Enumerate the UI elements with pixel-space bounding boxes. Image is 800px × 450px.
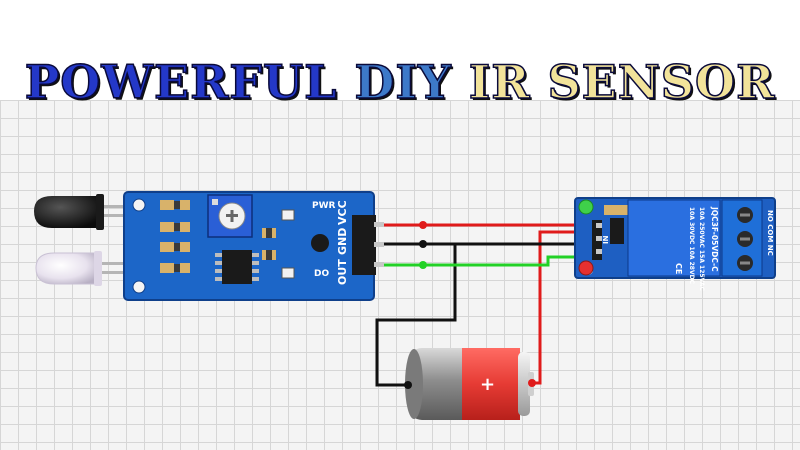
vcc-junction-dot — [419, 221, 427, 229]
relay-driver — [610, 218, 624, 244]
ir-sensor-module: PWR DO OUT GND VCC — [123, 191, 384, 301]
relay-body: JQC3F-05VDC-C 10A 250VAC 15A 125VAC 10A … — [627, 199, 721, 291]
title-part-diy: DIY — [354, 54, 452, 110]
battery-plus-sign: + — [480, 374, 495, 395]
relay-input-pins — [592, 220, 602, 260]
out-junction-dot — [419, 261, 427, 269]
relay-model-label: JQC3F-05VDC-C — [710, 206, 719, 272]
relay-transistor — [604, 205, 628, 215]
power-indicator-led — [578, 199, 594, 215]
do-led — [281, 267, 295, 279]
title-part-ir-sensor: IR SENSOR — [468, 54, 776, 110]
wire-gnd — [375, 242, 598, 387]
pwr-label: PWR — [312, 201, 336, 211]
relay-terminal-labels: NO COM NC — [766, 210, 774, 256]
smd-pads-left — [160, 200, 190, 273]
relay-terminal-block — [721, 199, 763, 277]
relay-rating-2: 10A 30VDC 10A 28VDC — [688, 207, 695, 285]
relay-in-label: IN — [602, 235, 610, 244]
gnd-junction-dot — [419, 240, 427, 248]
title-part-powerful: POWERFUL — [24, 54, 338, 110]
ir-emitter-led — [35, 251, 135, 286]
relay-module: IN JQC3F-05VDC-C 10A 250VAC 15A 125VAC 1… — [574, 197, 776, 291]
do-label: DO — [314, 269, 329, 279]
potentiometer — [207, 194, 253, 238]
comparator-ic — [215, 250, 259, 284]
battery-negative-terminal — [404, 381, 412, 389]
pin-label-vcc: VCC — [336, 200, 349, 225]
wire-out — [380, 255, 598, 267]
relay-indicator-led — [578, 260, 594, 276]
pin-label-out: OUT — [336, 259, 349, 285]
relay-rating-1: 10A 250VAC 15A 125VAC — [698, 207, 705, 291]
smd-capacitor — [311, 234, 329, 252]
pin-header — [352, 215, 384, 275]
battery-positive-terminal — [528, 379, 536, 387]
pwr-led — [281, 209, 295, 221]
battery: + — [405, 348, 534, 420]
page-title: POWERFUL DIY IR SENSOR — [0, 52, 800, 112]
relay-cert-label: CE — [674, 263, 683, 274]
pin-label-gnd: GND — [336, 228, 349, 255]
ir-receiver-led — [34, 194, 135, 230]
